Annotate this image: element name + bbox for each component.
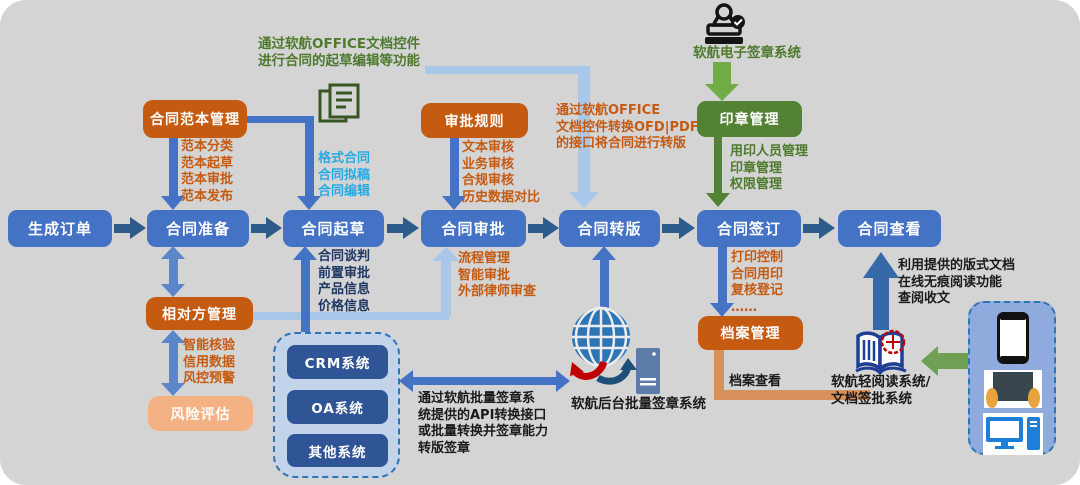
arrow-counterparty-risk-down-head — [161, 383, 185, 396]
phone-icon — [997, 312, 1029, 364]
arrow-counterparty-to-review-head — [432, 247, 460, 261]
draft-items-note: 格式合同 合同拟稿 合同编辑 — [318, 151, 371, 199]
arrow-esign-to-seal-shaft — [713, 62, 731, 86]
arrow-counterparty-risk-up-head — [161, 330, 185, 343]
arrow-prepare-counterparty-shaft — [169, 258, 178, 286]
box-approval-rules: 审批规则 — [421, 103, 528, 138]
arrow-template-to-prepare-head — [161, 196, 185, 210]
flow-arrow-1-head — [130, 217, 146, 239]
flow-arrow-1-shaft — [114, 224, 132, 233]
flow-node-contract-review: 合同审批 — [421, 210, 526, 247]
flow-node-contract-draft: 合同起草 — [283, 210, 384, 247]
box-oa-system: OA系统 — [287, 390, 388, 424]
arrow-esign-to-seal-head — [705, 84, 739, 101]
box-seal-management: 印章管理 — [697, 101, 802, 137]
arrow-counterparty-risk-shaft — [169, 343, 178, 383]
arrow-systems-batch-right-head — [556, 370, 570, 392]
flow-node-contract-prepare: 合同准备 — [147, 210, 249, 247]
negotiation-items-note: 合同谈判 前置审批 产品信息 价格信息 — [318, 249, 371, 314]
flow-arrow-5-shaft — [662, 224, 680, 233]
flow-arrow-3-head — [403, 217, 419, 239]
box-template-management: 合同范本管理 — [143, 100, 247, 138]
arrow-devices-to-reader-shaft — [937, 353, 968, 369]
flow-arrow-6-shaft — [803, 224, 821, 233]
batch-system-title: 软航后台批量签章系统 — [571, 396, 706, 412]
arrow-systems-batch-left-head — [399, 370, 413, 392]
document-icon — [318, 83, 360, 123]
verify-items-note: 智能核验 信用数据 风控预警 — [183, 338, 236, 386]
template-items-note: 范本分类 范本起草 范本审批 范本发布 — [181, 139, 234, 204]
arrow-sign-to-archive-shaft — [718, 247, 727, 304]
external-systems-container: CRM系统 OA系统 其他系统 — [273, 332, 400, 478]
process-items-note: 流程管理 智能审批 外部律师审查 — [458, 251, 537, 299]
box-counterparty-management: 相对方管理 — [146, 297, 253, 330]
arrow-systems-batch-shaft — [412, 377, 557, 385]
box-risk-assessment: 风险评估 — [148, 396, 253, 431]
review-items-note: 文本审核 业务审核 合规审核 历史数据对比 — [462, 140, 541, 205]
batch-api-note: 通过软航批量签章系 统提供的API转换接口 或批量转换并签章能力 转版签章 — [418, 391, 549, 456]
flow-arrow-2-head — [266, 217, 282, 239]
arrow-office-to-convert-vshaft — [578, 66, 590, 192]
arrow-template-to-draft-vshaft — [305, 116, 314, 196]
flow-arrow-4-head — [543, 217, 559, 239]
arrow-counterparty-to-review-hshaft — [253, 312, 449, 320]
arrow-reader-to-view-shaft — [873, 276, 889, 330]
arrow-reader-to-view-head — [863, 252, 899, 278]
flow-node-contract-convert: 合同转版 — [559, 210, 660, 247]
stamp-icon — [705, 3, 745, 44]
client-devices-container — [968, 301, 1056, 455]
line-archive-view-vshaft — [714, 350, 724, 395]
box-crm-system: CRM系统 — [287, 345, 388, 379]
flow-arrow-3-shaft — [387, 224, 404, 233]
desktop-icon — [983, 413, 1043, 455]
arrow-template-to-draft-hshaft — [247, 116, 309, 123]
arrow-batch-to-convert-shaft — [600, 259, 609, 311]
arrow-batch-to-convert-head — [592, 246, 616, 260]
flow-arrow-4-shaft — [528, 224, 544, 233]
globe-server-icon — [570, 306, 660, 394]
arrow-seal-to-sign-head — [706, 193, 730, 207]
arrow-devices-to-reader-head — [921, 346, 938, 376]
reader-system-title: 软航轻阅读系统/ 文档签批系统 — [831, 374, 931, 407]
flow-node-contract-sign: 合同签订 — [697, 210, 801, 247]
box-other-system: 其他系统 — [287, 434, 388, 467]
arrow-seal-to-sign-shaft — [714, 137, 722, 194]
box-archive-management: 档案管理 — [698, 316, 803, 350]
flow-node-contract-view: 合同查看 — [838, 210, 941, 247]
flow-arrow-6-head — [819, 217, 835, 239]
arrow-rules-to-review-head — [442, 196, 466, 210]
arrow-template-to-prepare-shaft — [169, 138, 178, 198]
arrow-prepare-counterparty-down-head — [161, 284, 185, 297]
esign-system-title: 软航电子签章系统 — [693, 45, 801, 61]
convert-note: 通过软航OFFICE 文档控件转换OFD|PDF 的接口将合同进行转版 — [556, 103, 699, 151]
arrow-prepare-counterparty-up-head — [161, 246, 185, 259]
arrow-office-to-convert-hshaft — [425, 66, 588, 74]
book-seal-icon — [855, 329, 907, 376]
read-note: 利用提供的版式文档 在线无痕阅读功能 查阅收文 — [898, 258, 1016, 306]
arrow-template-to-draft-head — [297, 196, 321, 210]
flow-arrow-5-head — [679, 217, 695, 239]
arrow-systems-to-draft-shaft — [301, 259, 310, 332]
sign-items-note: 打印控制 合同用印 复核登记 …… — [731, 250, 784, 315]
tablet-icon — [984, 370, 1042, 408]
line-archive-view-hshaft — [714, 390, 870, 400]
seal-items-note: 用印人员管理 印章管理 权限管理 — [730, 144, 809, 192]
flow-arrow-2-shaft — [251, 224, 267, 233]
flow-node-generate-order: 生成订单 — [8, 210, 112, 247]
arrow-rules-to-review-shaft — [450, 138, 459, 198]
arrow-counterparty-to-review-vshaft — [441, 260, 451, 316]
office-control-note: 通过软航OFFICE文档控件 进行合同的起草编辑等功能 — [258, 36, 421, 69]
archive-view-label: 档案查看 — [729, 374, 782, 389]
arrow-systems-to-draft-head — [293, 246, 317, 260]
arrow-sign-to-archive-head — [710, 303, 734, 317]
arrow-office-to-convert-head — [569, 192, 599, 208]
